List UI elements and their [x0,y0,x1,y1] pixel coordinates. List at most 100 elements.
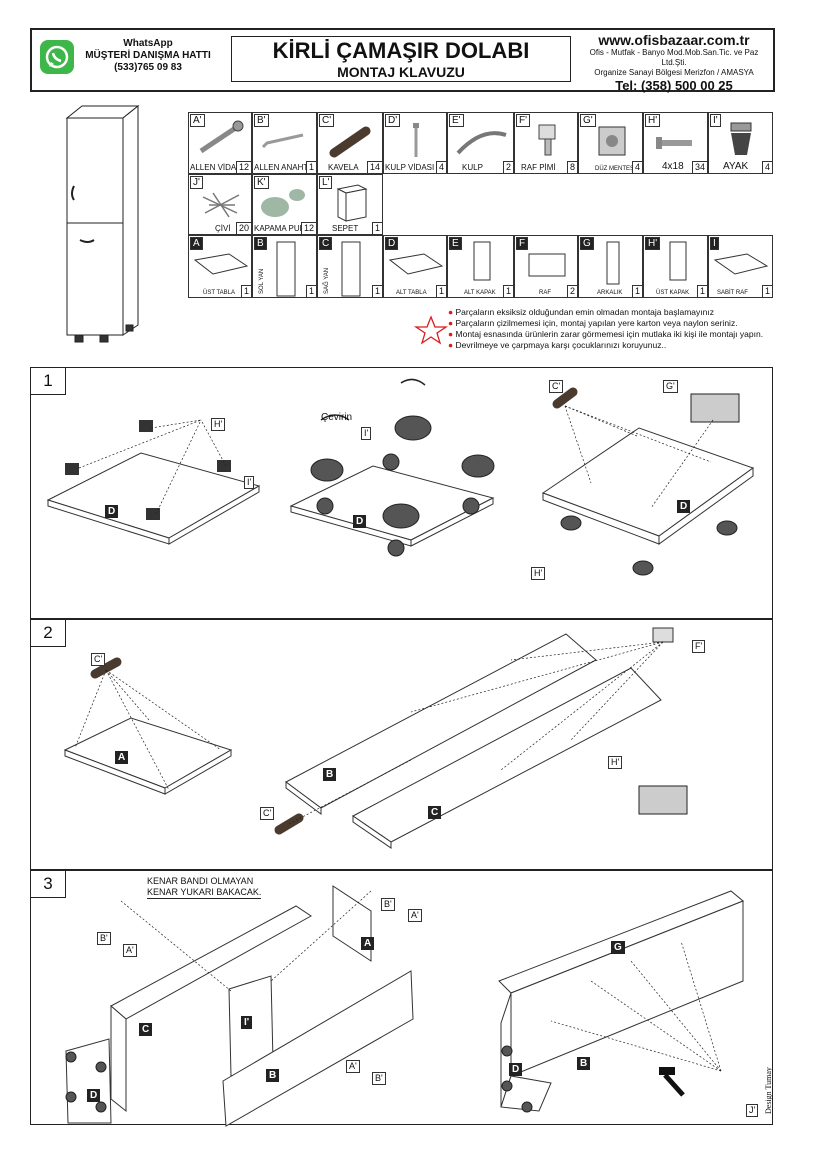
step1-label: H' [531,567,546,580]
step-3-panel: 3 KENAR BANDI OLMAYAN KENAR YUKARI BAKAC… [30,870,773,1127]
hardware-name: AYAK [723,161,749,172]
hardware-allen-vida: A' ALLEN VİDA 12 [188,112,252,174]
note-item: ● Devrilmeye ve çarpmaya karşı çocukları… [448,340,667,350]
panel-code: F [516,237,529,250]
panel-name: ALT TABLA [396,290,427,296]
step1-label: C' [549,380,564,393]
panel-count: 1 [696,285,707,297]
panel-count: 1 [631,285,642,297]
hardware-name: KAVELA [328,163,359,172]
hardware-ayak: I' AYAK 4 [708,112,773,174]
panel-sol-yan: B SOL YAN 1 [252,235,317,298]
hardware-code: C' [319,114,335,127]
hardware-name: KULP [462,163,483,172]
panel-count: 1 [761,285,772,297]
page-title: KİRLİ ÇAMAŞIR DOLABI [272,38,530,63]
note-item: ● Parçaların çizilmemesi için, montaj ya… [448,318,738,328]
hardware-code: H' [645,114,661,127]
hardware-kapama-pulu: K' KAPAMA PULU 12 [252,174,317,235]
panel-code: I [710,237,719,250]
step3-label: B [266,1069,280,1082]
panel-name: RAF [539,290,551,296]
panel-sabit-raf: I SABİT RAF 1 [708,235,773,298]
edge-note: KENAR BANDI OLMAYAN KENAR YUKARI BAKACAK… [147,876,262,899]
panel-name: SABİT RAF [717,290,748,296]
step1-label: D [353,515,367,528]
panel-sag-yan: C SAĞ YAN 1 [317,235,383,298]
hardware-count: 2 [502,161,513,173]
panel-count: 1 [502,285,513,297]
page-subtitle: MONTAJ KLAVUZU [337,64,465,80]
panel-code: A [190,237,203,250]
step3-label: B' [97,932,111,945]
step1-label: G' [663,380,678,393]
panel-name: ARKALIK [597,290,623,296]
step3-label: J' [746,1104,759,1117]
hardware-code: J' [190,176,203,189]
whatsapp-icon [40,40,74,74]
step3-label: D [87,1089,101,1102]
step3-label: A [361,937,375,950]
hardware-count: 12 [235,161,251,173]
hotline-phone: (533)765 09 83 [114,62,182,73]
hardware-sepet: L' SEPET 1 [317,174,383,235]
hardware-count: 14 [366,161,382,173]
panel-arkalik: G ARKALIK 1 [578,235,643,298]
panel-code: E [449,237,462,250]
step2-label: C [428,806,442,819]
hardware-name: RAF PİMİ [521,163,556,172]
panel-count: 1 [305,285,316,297]
step3-label: A' [408,909,422,922]
panel-code: H' [645,237,661,250]
step3-label: C [139,1023,153,1036]
hardware-count: 8 [566,161,577,173]
hardware-name: DÜZ MENTEŞE [595,166,639,172]
hardware-code: D' [385,114,401,127]
panel-count: 1 [371,285,382,297]
step2-label: H' [608,756,623,769]
hardware-name: KAPAMA PULU [254,224,310,233]
hardware-name: SEPET [332,224,359,233]
step1-label: I' [244,476,255,489]
step1-label: I' [361,427,372,440]
hardware-allen-anahtar: B' ALLEN ANAHTAR 1 [252,112,317,174]
hardware-name: KULP VİDASI [385,163,435,172]
hardware-kulp: E' KULP 2 [447,112,514,174]
step3-label: B [577,1057,591,1070]
hardware-kulp-vidasi: D' KULP VİDASI 4 [383,112,447,174]
panel-code: D [385,237,399,250]
step2-label: C' [260,807,275,820]
hardware-code: L' [319,176,333,189]
hardware-code: G' [580,114,596,127]
step-number: 2 [31,620,66,647]
hardware-count: 4 [631,161,642,173]
step1-label: H' [211,418,226,431]
hardware-name: ALLEN VİDA [190,163,237,172]
step3-label: I' [241,1016,253,1029]
panel-ust-kapak: H' ÜST KAPAK 1 [643,235,708,298]
hardware-raf-pimi: F' RAF PİMİ 8 [514,112,578,174]
step2-label: C' [91,653,106,666]
hotline-label: MÜŞTERİ DANIŞMA HATTI [85,50,211,61]
step2-label: A [115,751,129,764]
panel-name: ÜST TABLA [203,290,236,296]
hardware-count: 1 [371,222,382,234]
panel-name: ÜST KAPAK [656,290,690,296]
panel-code: B [254,237,267,250]
step3-label: A' [346,1060,360,1073]
hardware-code: I' [710,114,721,127]
whatsapp-label: WhatsApp [123,38,173,49]
hardware-civi: J' ÇİVİ 20 [188,174,252,235]
hardware-name: 4x18 [662,161,684,172]
step3-label: G [611,941,625,954]
hardware-kavela: C' KAVELA 14 [317,112,383,174]
panel-name: ALT KAPAK [464,290,496,296]
panel-raf: F RAF 2 [514,235,578,298]
hardware-code: F' [516,114,531,127]
step2-label: B [323,768,337,781]
hardware-code: K' [254,176,269,189]
title-box [231,36,571,82]
design-credit: Design Tumay [764,1067,773,1114]
step-2-panel: 2 C' A B C' C F' H' [30,619,773,870]
